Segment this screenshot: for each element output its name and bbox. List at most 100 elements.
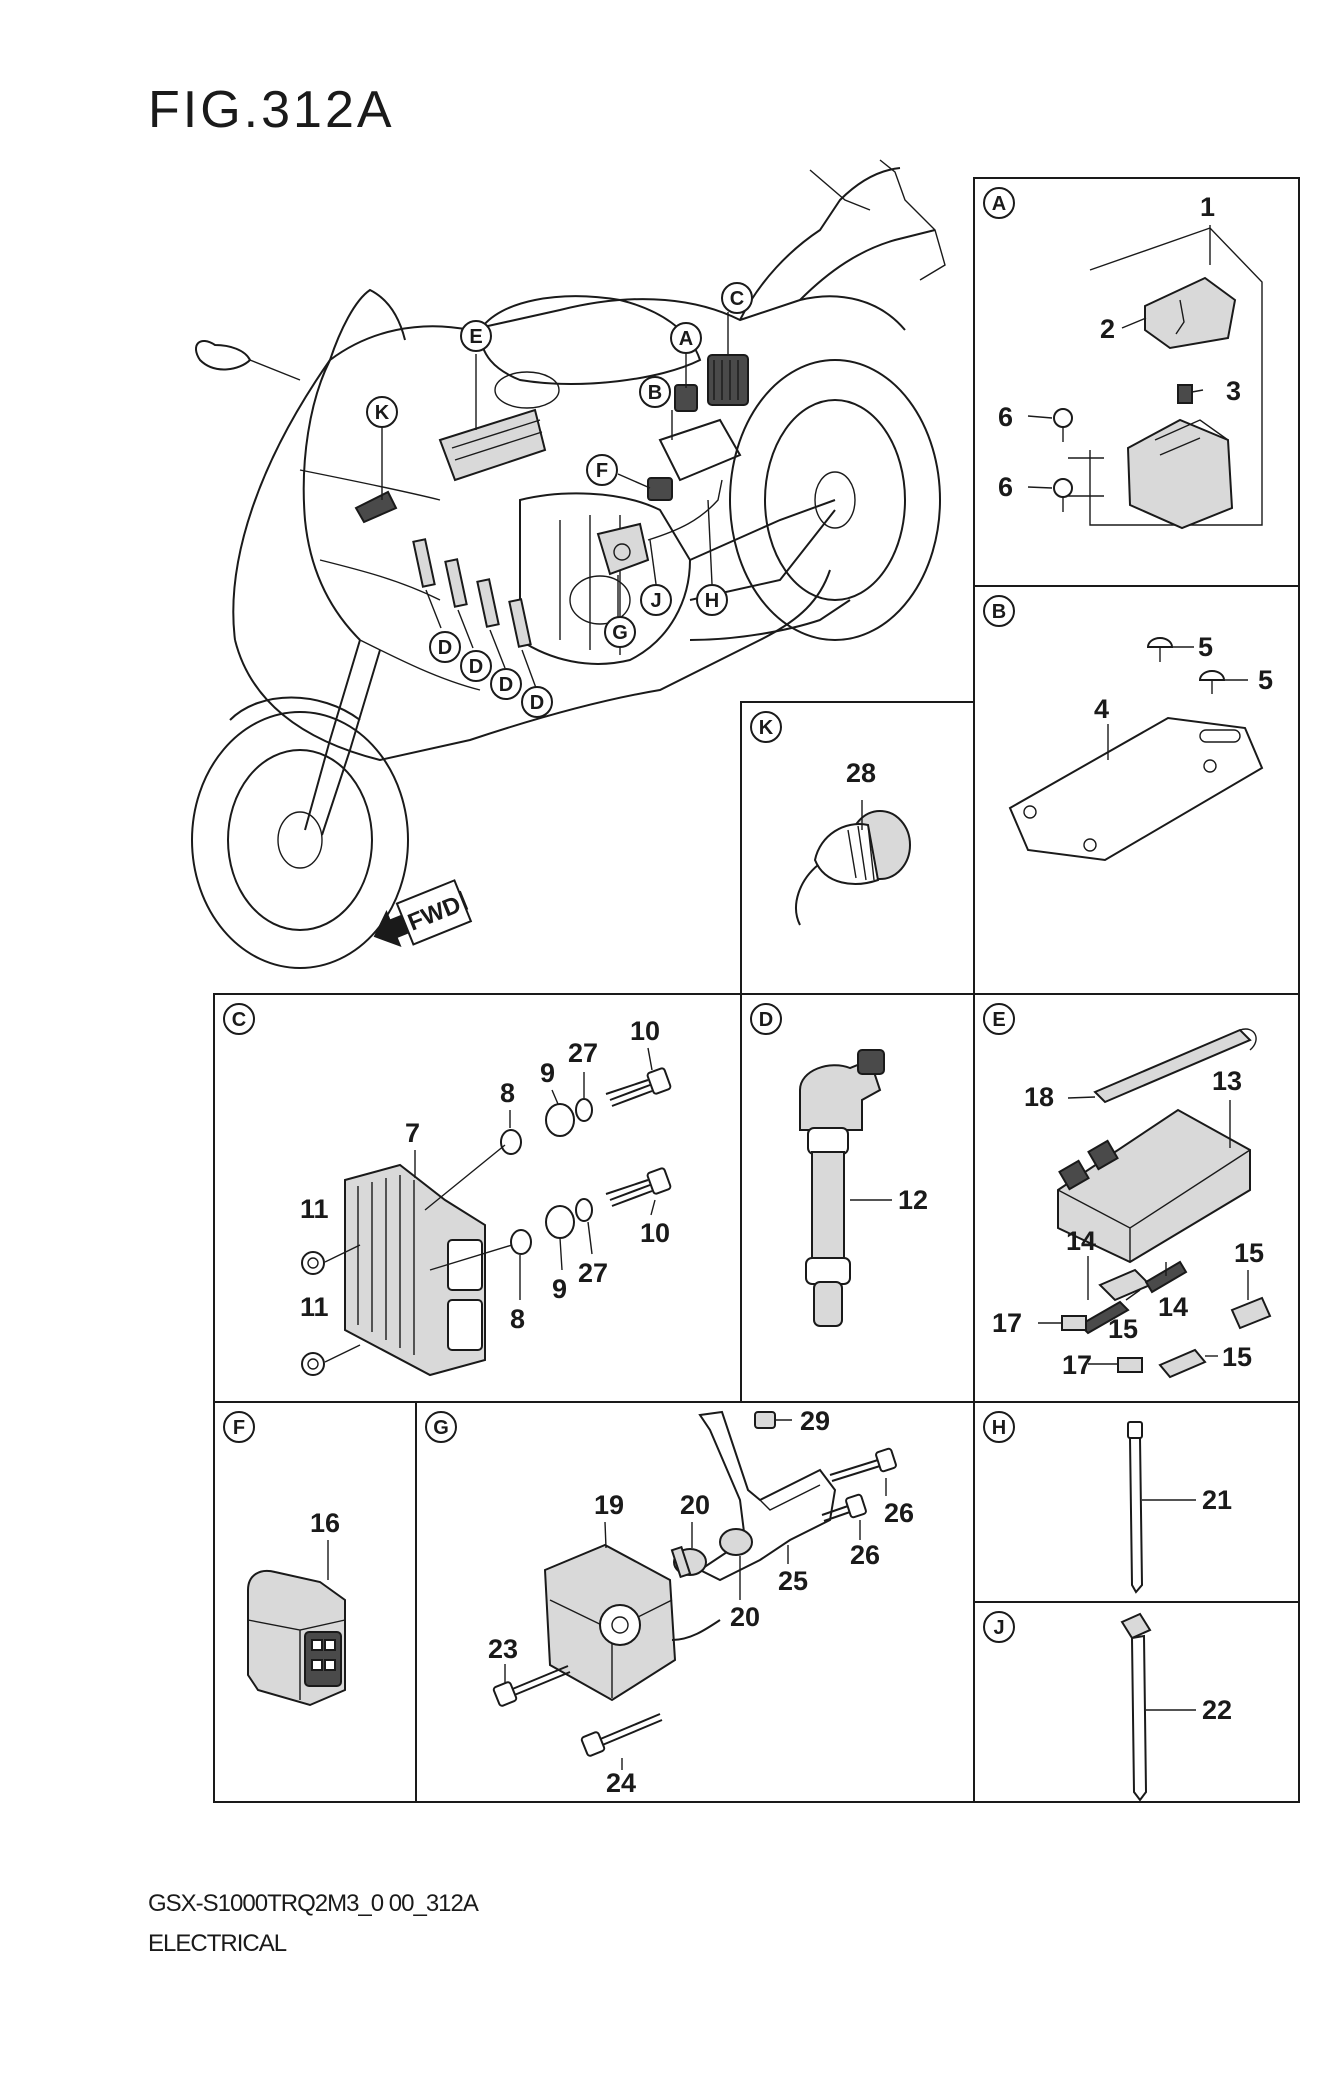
svg-text:17: 17 xyxy=(992,1308,1022,1338)
svg-text:9: 9 xyxy=(540,1058,555,1088)
callout-d-2: D xyxy=(460,650,492,682)
svg-text:H: H xyxy=(705,590,719,612)
panel-label-a: A xyxy=(983,187,1015,219)
overview-leaders xyxy=(381,312,729,689)
callout-d-4: D xyxy=(521,686,553,718)
panel-d: D 12 xyxy=(750,1003,928,1327)
svg-text:15: 15 xyxy=(1234,1238,1264,1268)
callout-c: C xyxy=(721,282,753,314)
panel-k: K 28 xyxy=(750,711,911,926)
figure-title: FIG.312A xyxy=(148,81,395,139)
svg-text:28: 28 xyxy=(846,758,876,788)
svg-text:10: 10 xyxy=(640,1218,670,1248)
svg-text:11: 11 xyxy=(300,1292,329,1322)
svg-text:E: E xyxy=(469,326,482,348)
callout-k: K xyxy=(366,396,398,428)
svg-text:D: D xyxy=(469,656,483,678)
panel-label-e: E xyxy=(983,1003,1015,1035)
svg-text:26: 26 xyxy=(884,1498,914,1528)
svg-text:E: E xyxy=(992,1009,1005,1031)
svg-text:21: 21 xyxy=(1202,1485,1232,1515)
svg-text:D: D xyxy=(530,692,544,714)
fwd-arrow: FWD xyxy=(373,879,473,948)
svg-text:25: 25 xyxy=(778,1566,808,1596)
svg-text:D: D xyxy=(499,674,513,696)
svg-text:22: 22 xyxy=(1202,1695,1232,1725)
callout-g: G xyxy=(604,616,636,648)
svg-text:24: 24 xyxy=(606,1768,636,1798)
section-label: ELECTRICAL xyxy=(148,1930,287,1957)
callout-b: B xyxy=(639,376,671,408)
svg-text:11: 11 xyxy=(300,1194,329,1224)
svg-text:K: K xyxy=(375,402,390,424)
panel-label-g: G xyxy=(425,1411,457,1443)
panel-label-j: J xyxy=(983,1611,1015,1643)
svg-text:H: H xyxy=(992,1417,1006,1439)
panel-h: H 21 xyxy=(983,1411,1232,1594)
panel-label-b: B xyxy=(983,595,1015,627)
panel-label-d: D xyxy=(750,1003,782,1035)
svg-text:15: 15 xyxy=(1222,1342,1252,1372)
svg-text:D: D xyxy=(438,637,452,659)
callout-a: A xyxy=(670,322,702,354)
svg-text:5: 5 xyxy=(1198,632,1213,662)
svg-text:27: 27 xyxy=(578,1258,608,1288)
svg-text:D: D xyxy=(759,1009,773,1031)
svg-text:F: F xyxy=(233,1417,245,1439)
svg-text:G: G xyxy=(433,1417,449,1439)
svg-text:F: F xyxy=(596,460,608,482)
svg-text:16: 16 xyxy=(310,1508,340,1538)
callout-h: H xyxy=(696,584,728,616)
svg-text:J: J xyxy=(650,590,661,612)
callout-e: E xyxy=(460,320,492,352)
svg-text:10: 10 xyxy=(630,1016,660,1046)
svg-text:4: 4 xyxy=(1094,694,1109,724)
panel-e: E 18 13 14 15 17 15 14 17 15 xyxy=(983,1003,1272,1380)
svg-text:19: 19 xyxy=(594,1490,624,1520)
svg-text:14: 14 xyxy=(1066,1226,1096,1256)
callout-f: F xyxy=(586,454,618,486)
svg-text:J: J xyxy=(993,1617,1004,1639)
svg-text:6: 6 xyxy=(998,472,1013,502)
svg-text:15: 15 xyxy=(1108,1314,1138,1344)
svg-text:18: 18 xyxy=(1024,1082,1054,1112)
panel-b: B 5 5 4 xyxy=(983,595,1273,862)
panel-a: A 1 2 3 6 6 xyxy=(983,187,1263,530)
svg-text:K: K xyxy=(759,717,774,739)
panel-label-f: F xyxy=(223,1411,255,1443)
panel-c: C 10 27 9 xyxy=(223,1003,672,1377)
svg-text:7: 7 xyxy=(405,1118,420,1148)
callout-d-3: D xyxy=(490,668,522,700)
svg-text:20: 20 xyxy=(680,1490,710,1520)
svg-text:8: 8 xyxy=(510,1304,525,1334)
svg-text:29: 29 xyxy=(800,1406,830,1436)
svg-text:A: A xyxy=(679,328,693,350)
svg-text:5: 5 xyxy=(1258,665,1273,695)
svg-text:8: 8 xyxy=(500,1078,515,1108)
overview-callouts: E K A C B F D D D D G J H xyxy=(366,282,753,718)
callout-j: J xyxy=(640,584,672,616)
panel-label-c: C xyxy=(223,1003,255,1035)
svg-text:13: 13 xyxy=(1212,1066,1242,1096)
svg-text:17: 17 xyxy=(1062,1350,1092,1380)
svg-text:27: 27 xyxy=(568,1038,598,1068)
panel-label-h: H xyxy=(983,1411,1015,1443)
svg-text:26: 26 xyxy=(850,1540,880,1570)
overview-components xyxy=(354,354,749,648)
svg-text:6: 6 xyxy=(998,402,1013,432)
svg-text:C: C xyxy=(232,1009,246,1031)
svg-text:A: A xyxy=(992,193,1006,215)
svg-text:1: 1 xyxy=(1200,192,1215,222)
svg-text:20: 20 xyxy=(730,1602,760,1632)
panel-f: F 16 xyxy=(223,1411,346,1707)
svg-text:C: C xyxy=(730,288,744,310)
svg-text:9: 9 xyxy=(552,1274,567,1304)
svg-text:B: B xyxy=(992,601,1006,623)
panel-label-k: K xyxy=(750,711,782,743)
panel-g: G 29 19 xyxy=(425,1406,914,1798)
svg-text:G: G xyxy=(612,622,628,644)
motorcycle-overview xyxy=(191,159,946,969)
model-code: GSX-S1000TRQ2M3_0 00_312A xyxy=(148,1890,479,1917)
svg-text:23: 23 xyxy=(488,1634,518,1664)
